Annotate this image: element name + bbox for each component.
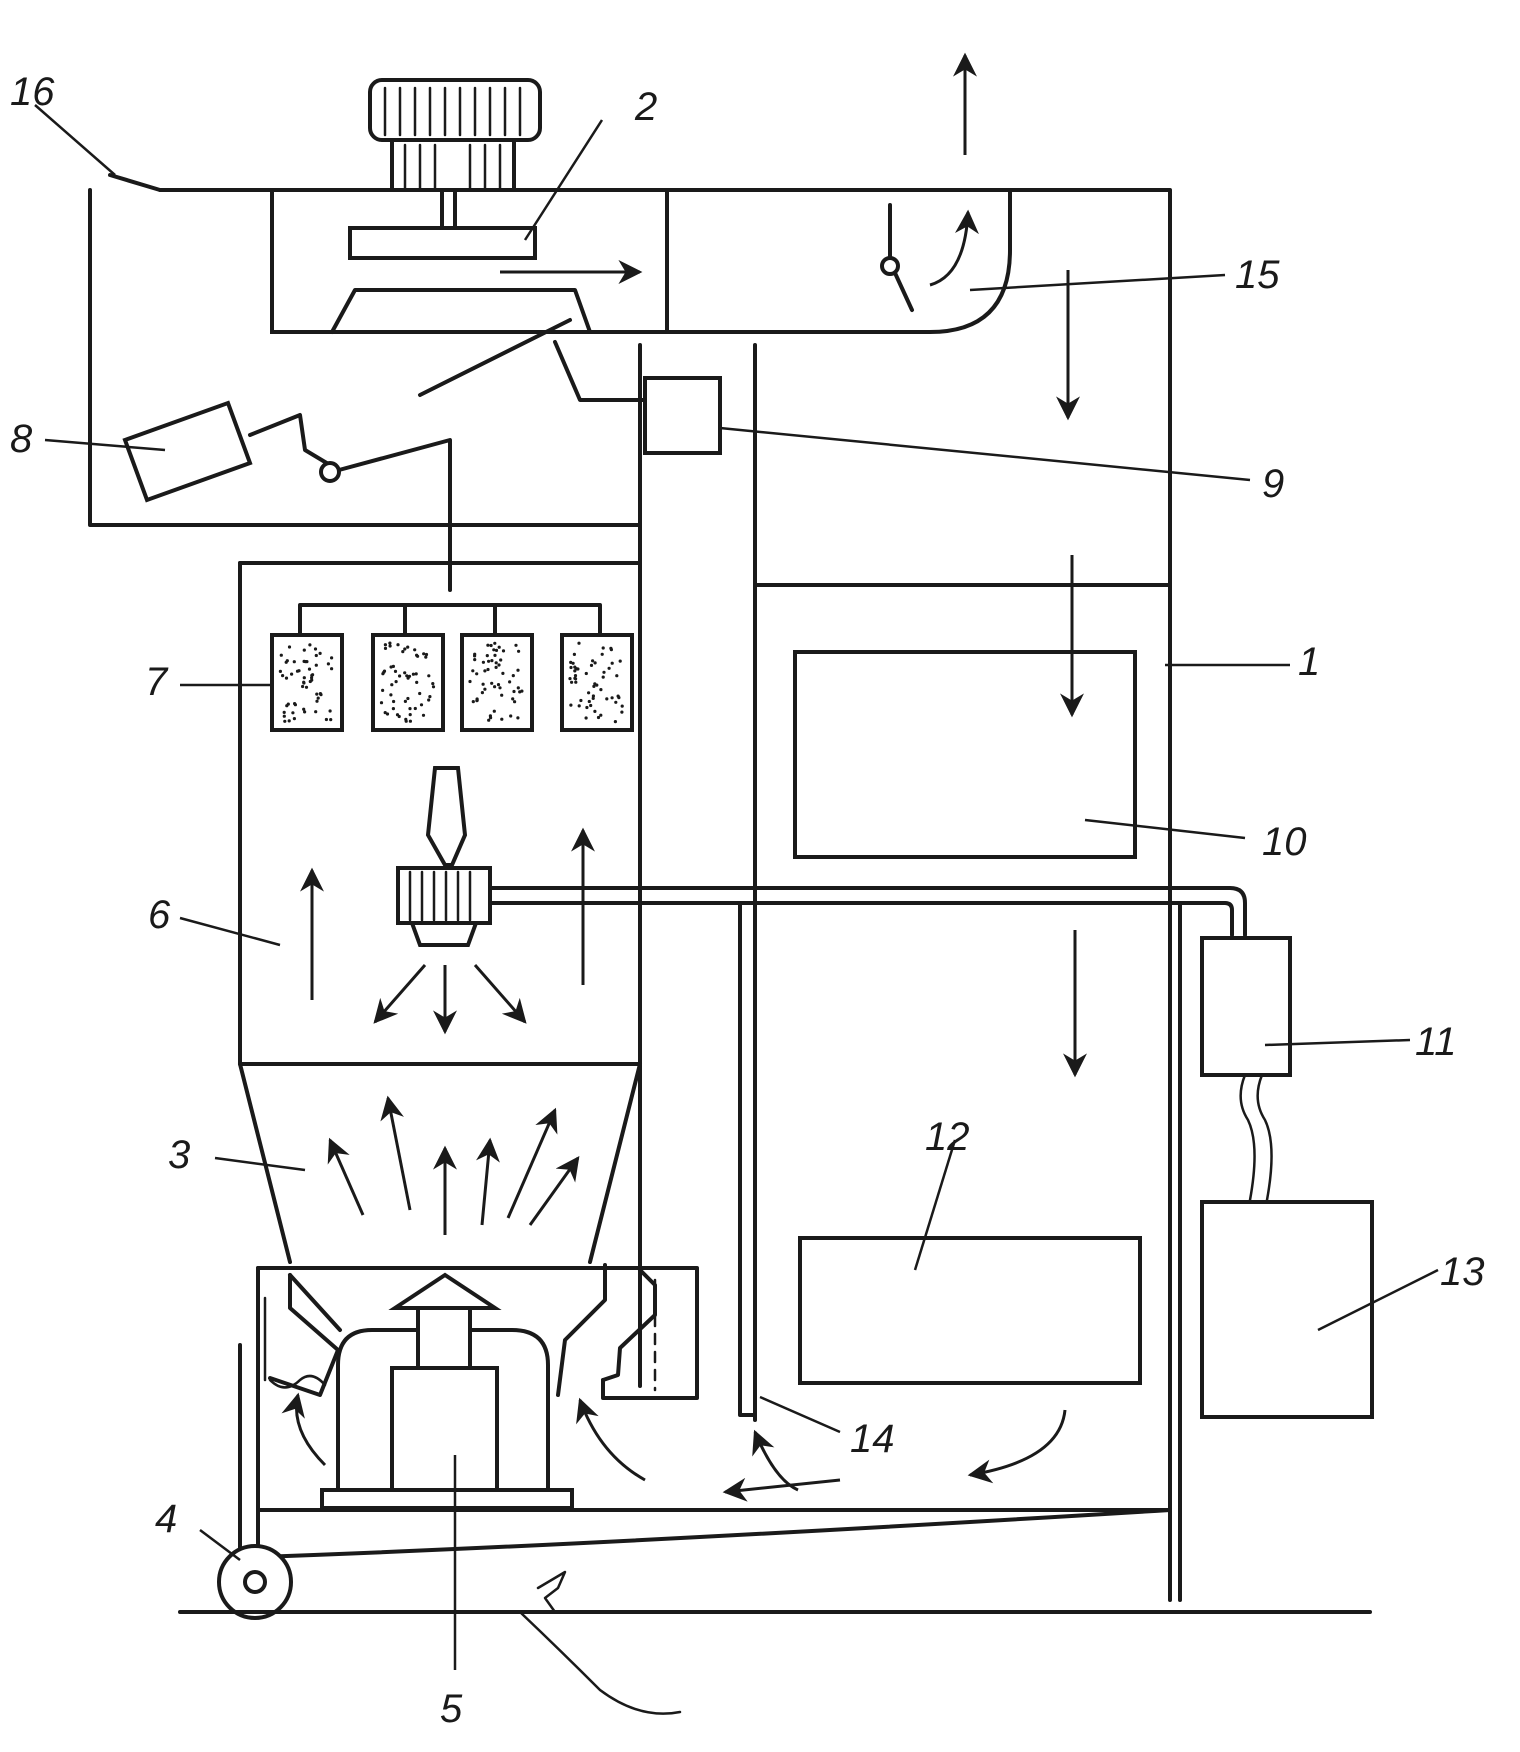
chamber-12 (798, 1236, 1142, 1385)
number-labels: 1 2 3 4 5 6 7 8 9 10 11 12 13 14 15 16 (10, 70, 1485, 1731)
exhaust-valve (880, 203, 914, 312)
label-14: 14 (850, 1417, 895, 1461)
control-unit (1200, 936, 1292, 1077)
damper-flap (418, 318, 572, 397)
label-12: 12 (925, 1115, 970, 1159)
label-7: 7 (145, 660, 169, 704)
label-13: 13 (1440, 1250, 1485, 1294)
lid (108, 173, 162, 192)
drive-motor (122, 400, 452, 592)
label-11: 11 (1415, 1020, 1457, 1064)
fan-unit (270, 78, 1012, 334)
frame (217, 1343, 1172, 1620)
heater-chamber (256, 1263, 699, 1559)
hopper-cone (238, 1062, 642, 1264)
spray-nozzle (396, 766, 1247, 1417)
chamber-10 (793, 650, 1137, 859)
flow-arrows (281, 52, 1087, 1502)
label-5: 5 (440, 1687, 463, 1731)
leader-lines (34, 104, 1439, 1670)
label-16: 16 (10, 70, 55, 114)
label-9: 9 (1262, 462, 1284, 506)
label-3: 3 (168, 1133, 190, 1177)
label-1: 1 (1298, 640, 1320, 684)
nozzle-manifold (270, 603, 634, 732)
label-15: 15 (1235, 253, 1280, 297)
label-2: 2 (634, 85, 657, 129)
sensor (643, 376, 722, 455)
power-supply (1200, 1200, 1374, 1419)
label-4: 4 (155, 1497, 177, 1541)
label-10: 10 (1262, 820, 1307, 864)
label-8: 8 (10, 417, 33, 461)
label-6: 6 (148, 893, 171, 937)
